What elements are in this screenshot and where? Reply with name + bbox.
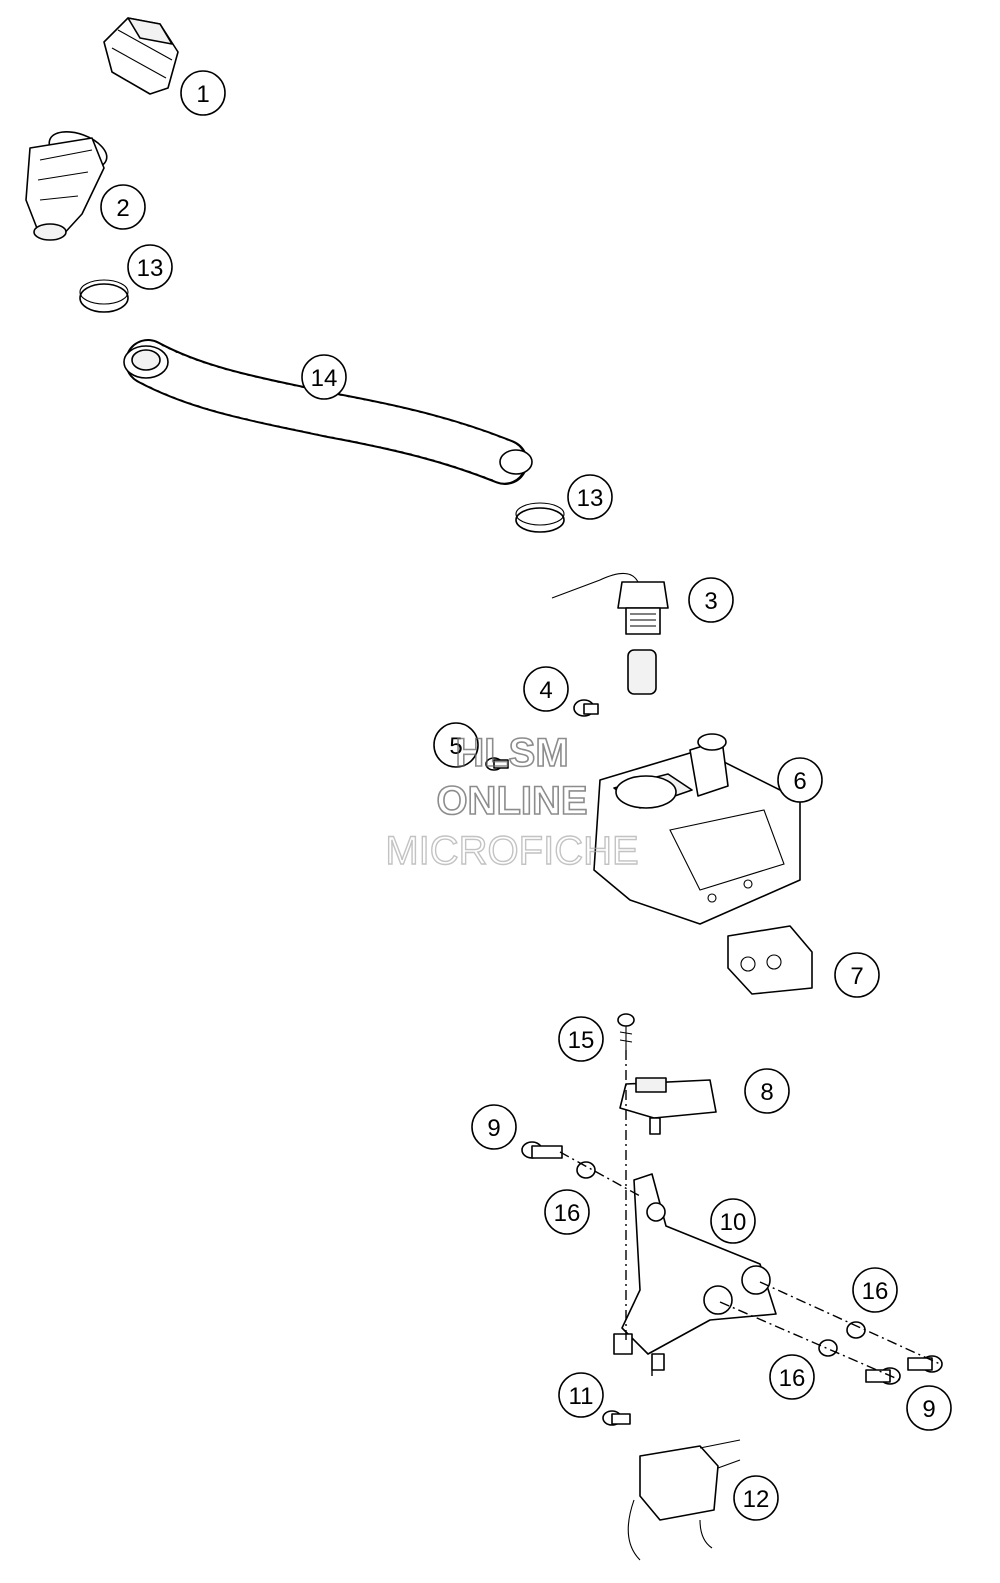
- callout-1: 1: [180, 70, 226, 116]
- callout-13-bottom: 13: [567, 474, 613, 520]
- watermark-line-2: ONLINE: [436, 779, 587, 823]
- callout-13-top: 13: [127, 244, 173, 290]
- callout-11-label: 11: [569, 1383, 594, 1410]
- callout-13-bottom-label: 13: [577, 485, 604, 512]
- part-2-filler-neck: [25, 130, 108, 241]
- callout-4-label: 4: [539, 677, 552, 704]
- part-16-washers: [576, 1161, 866, 1357]
- callout-13-top-label: 13: [137, 255, 164, 282]
- callout-14: 14: [301, 354, 347, 400]
- callout-3: 3: [688, 577, 734, 623]
- callout-16-upper-right-label: 16: [862, 1278, 889, 1305]
- callout-10-label: 10: [720, 1209, 747, 1236]
- part-13-hose-clamp-bottom: [515, 502, 565, 533]
- part-9-bolt-left: [521, 1141, 563, 1159]
- part-10-bracket: [613, 1173, 777, 1371]
- callout-7: 7: [834, 952, 880, 998]
- part-12-solenoid-valve: [627, 1439, 741, 1561]
- callout-10: 10: [710, 1198, 756, 1244]
- callout-8-label: 8: [760, 1079, 773, 1106]
- callout-16-lower-right-label: 16: [779, 1365, 806, 1392]
- watermark: HLSM ONLINE MICROFICHE: [385, 730, 640, 874]
- part-1-filler-cap: [103, 17, 179, 95]
- part-11-screw: [602, 1410, 631, 1426]
- callout-16-left: 16: [544, 1189, 590, 1235]
- part-4-screw: [573, 699, 599, 717]
- callout-7-label: 7: [850, 963, 863, 990]
- callout-12: 12: [733, 1475, 779, 1521]
- callout-2: 2: [100, 184, 146, 230]
- callout-5: 5: [433, 722, 479, 768]
- part-5-screw: [485, 757, 509, 771]
- callout-11: 11: [558, 1372, 604, 1418]
- callout-16-lower-right: 16: [769, 1354, 815, 1400]
- callout-3-label: 3: [704, 588, 717, 615]
- callout-8: 8: [744, 1068, 790, 1114]
- callout-5-label: 5: [449, 733, 462, 760]
- part-13-hose-clamp-top: [79, 279, 129, 313]
- part-7-connector: [727, 925, 813, 995]
- callout-1-label: 1: [196, 81, 209, 108]
- callout-9-left: 9: [471, 1104, 517, 1150]
- callout-9-right-label: 9: [922, 1396, 935, 1423]
- assembly-lines: [559, 1050, 941, 1381]
- part-6-tank-housing: [593, 733, 801, 925]
- part-15-screw: [617, 1013, 635, 1050]
- callout-9-left-label: 9: [487, 1115, 500, 1142]
- watermark-line-3: MICROFICHE: [385, 829, 638, 873]
- callout-14-label: 14: [311, 365, 338, 392]
- callout-2-label: 2: [116, 195, 129, 222]
- callout-6-label: 6: [793, 768, 806, 795]
- part-3-level-sensor: [551, 572, 669, 695]
- callout-16-upper-right: 16: [852, 1267, 898, 1313]
- callout-15: 15: [558, 1016, 604, 1062]
- callout-16-left-label: 16: [554, 1200, 581, 1227]
- watermark-line-1: HLSM: [455, 731, 568, 775]
- callout-4: 4: [523, 666, 569, 712]
- callout-15-label: 15: [568, 1027, 595, 1054]
- callout-12-label: 12: [743, 1486, 770, 1513]
- callout-9-right: 9: [906, 1385, 952, 1431]
- callout-6: 6: [777, 757, 823, 803]
- part-14-corrugated-hose: [123, 339, 533, 485]
- part-8-sensor-module: [619, 1077, 717, 1135]
- part-9-bolt-right: [865, 1355, 943, 1385]
